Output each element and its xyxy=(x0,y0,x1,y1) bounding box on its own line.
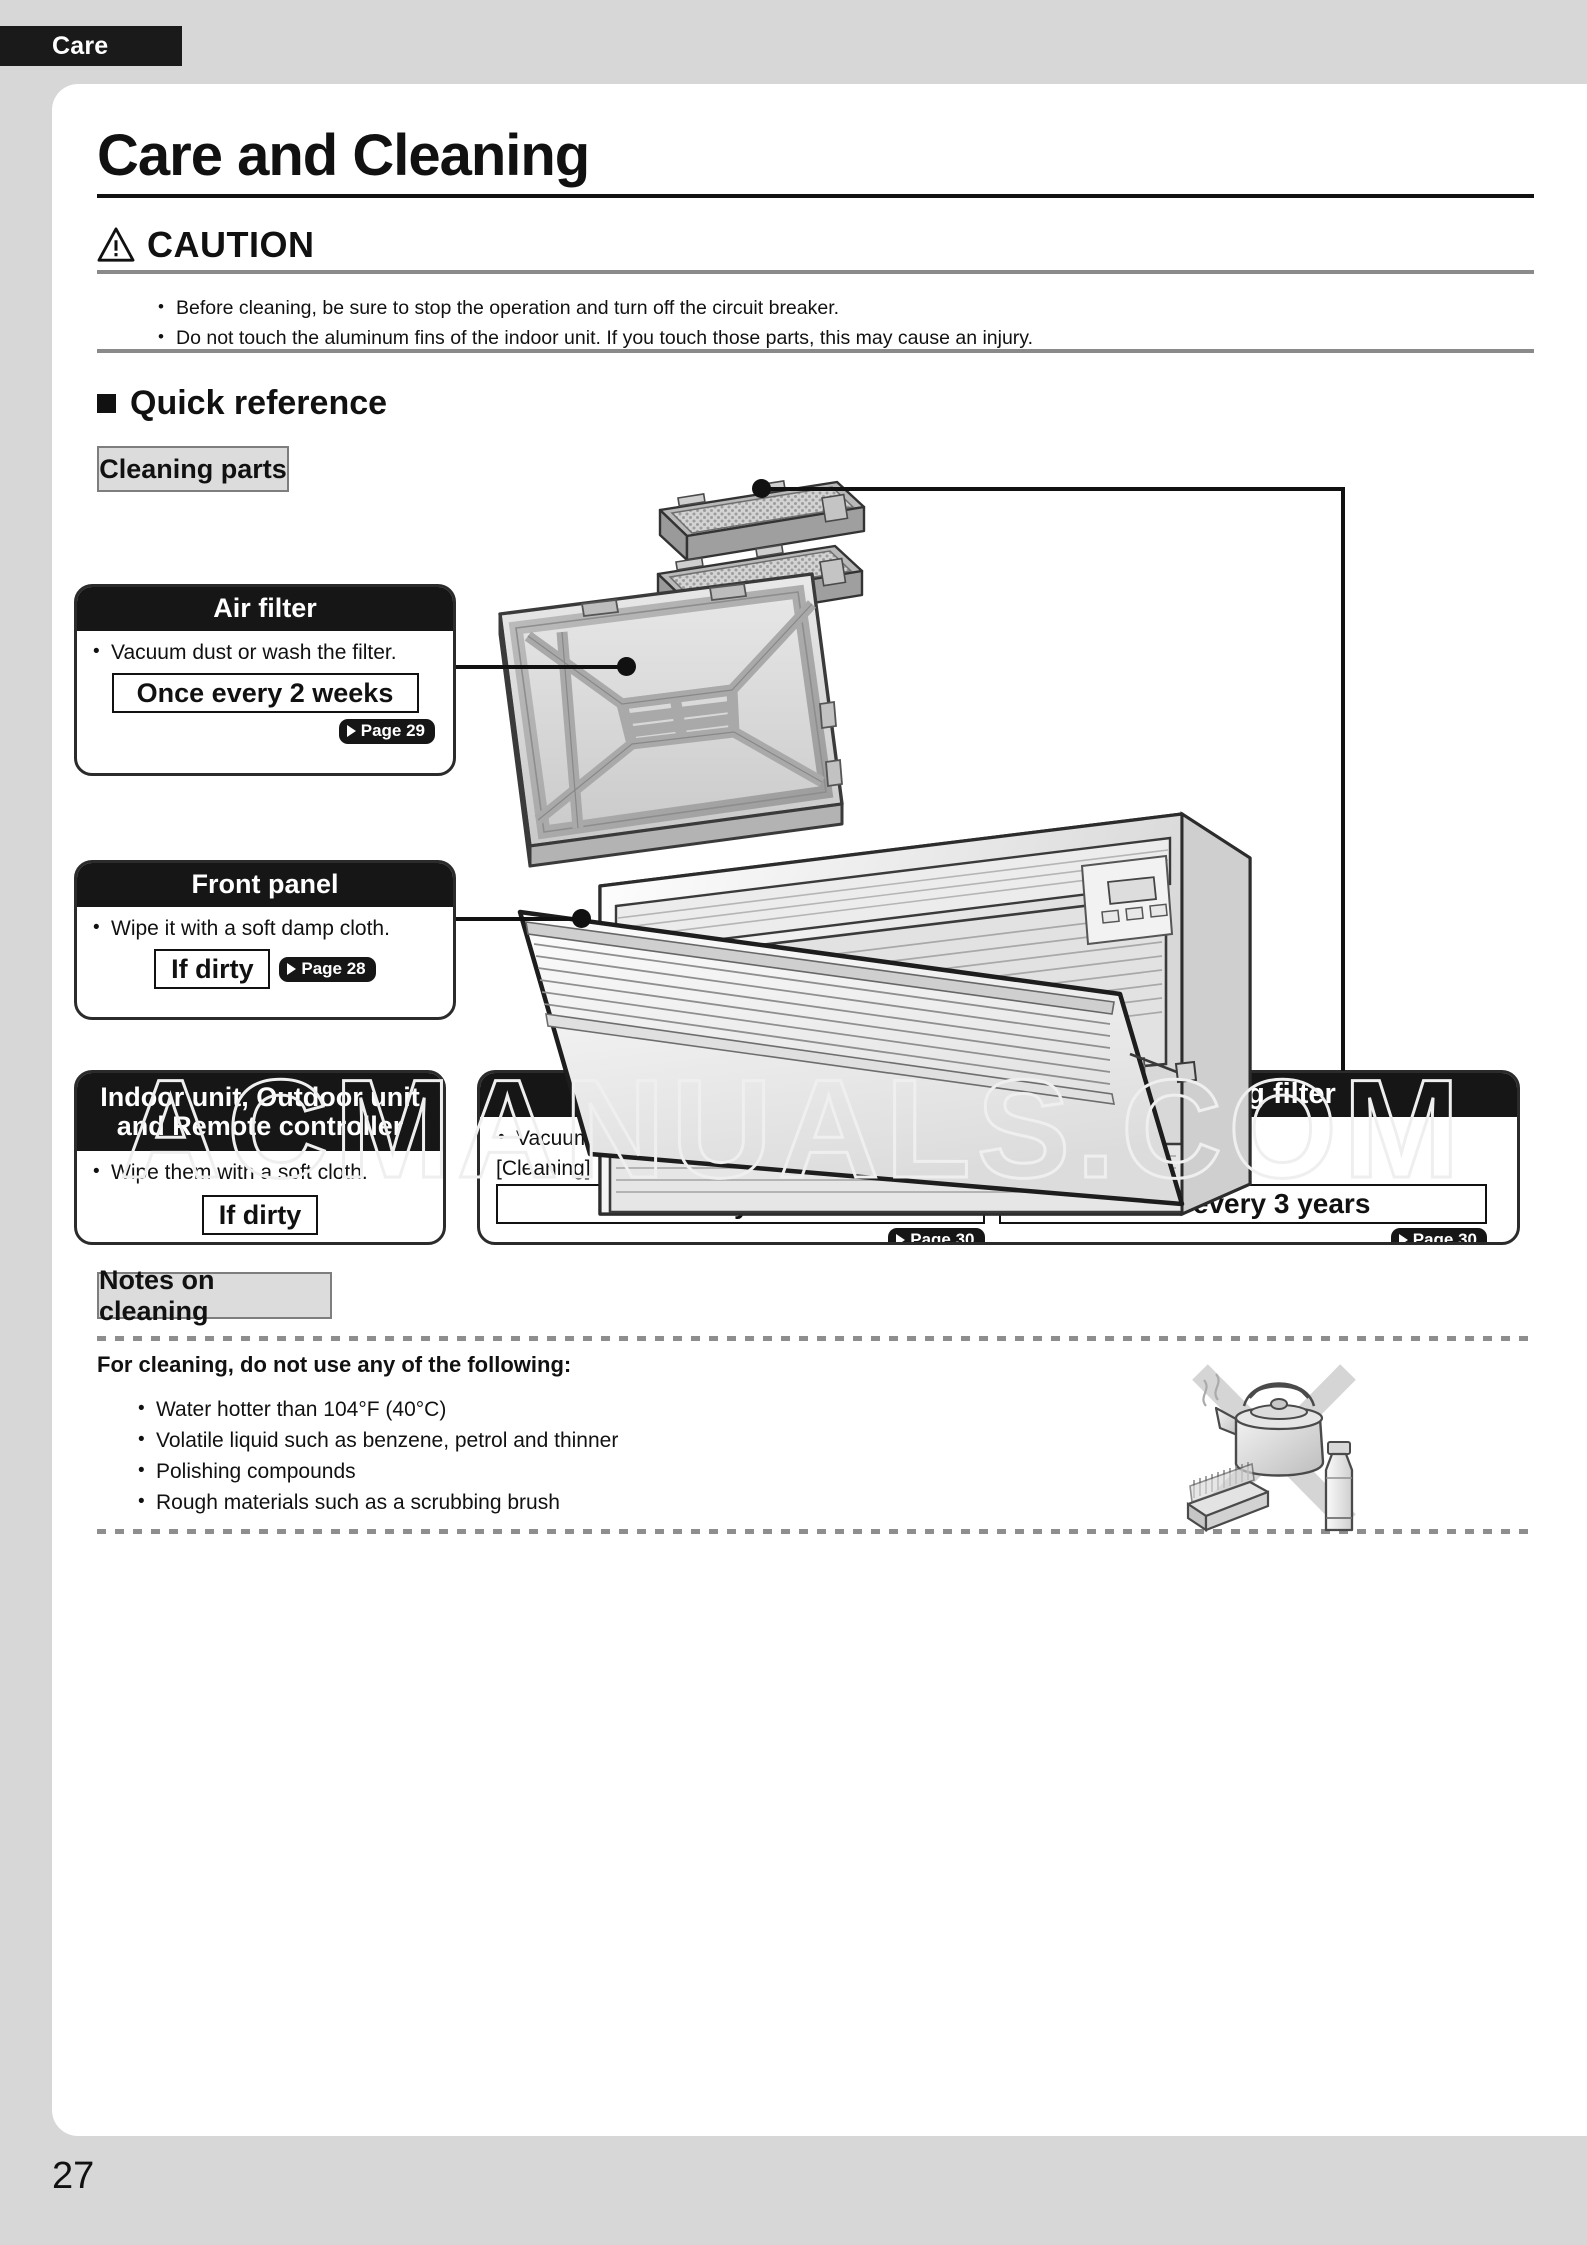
page-reference-label: Page 30 xyxy=(1412,1230,1477,1245)
page-number: 27 xyxy=(52,2155,95,2197)
callout-front-panel: Front panel Wipe it with a soft damp clo… xyxy=(74,860,456,1020)
quick-reference-heading: Quick reference xyxy=(97,384,387,423)
play-triangle-icon xyxy=(896,1234,906,1242)
notes-item: Volatile liquid such as benzene, petrol … xyxy=(137,1424,997,1456)
page-reference-front-panel[interactable]: Page 28 xyxy=(279,956,376,982)
page-reference-label: Page 29 xyxy=(360,721,425,740)
scrubbing-brush-icon xyxy=(1186,1462,1270,1533)
leader-line-front-panel xyxy=(456,917,578,921)
callout-air-filter-body: Vacuum dust or wash the filter. Once eve… xyxy=(77,631,453,754)
notes-item: Rough materials such as a scrubbing brus… xyxy=(137,1486,997,1518)
manual-page-card: Care and Cleaning CAUTION Before cleanin… xyxy=(52,84,1587,2136)
leader-dot-front-panel xyxy=(572,909,591,928)
play-triangle-icon xyxy=(1398,1234,1408,1242)
notes-heading: For cleaning, do not use any of the foll… xyxy=(97,1352,572,1377)
page-reference-titanium-replacement[interactable]: Page 30 xyxy=(1390,1228,1487,1245)
callout-indoor-unit-title-line2: and Remote controller xyxy=(116,1111,404,1141)
solvent-bottle-icon xyxy=(1324,1441,1354,1532)
title-divider xyxy=(97,194,1534,198)
square-bullet-icon xyxy=(97,394,116,413)
page-title: Care and Cleaning xyxy=(97,123,590,188)
caution-item: Do not touch the aluminum fins of the in… xyxy=(158,322,1518,353)
leader-dot-air-filter xyxy=(617,657,636,676)
kettle-icon xyxy=(1214,1382,1325,1477)
prohibited-cleaning-items-illustration xyxy=(1186,1364,1356,1533)
callout-front-panel-instruction: Wipe it with a soft damp cloth. xyxy=(91,914,439,943)
air-filter-frame xyxy=(498,572,844,868)
caution-item: Before cleaning, be sure to stop the ope… xyxy=(158,292,1518,323)
caution-divider-top xyxy=(97,270,1534,274)
steam-icon xyxy=(1202,1373,1220,1407)
leader-line-titanium-horizontal xyxy=(770,487,1345,491)
section-tab-label: Care xyxy=(52,31,109,60)
callout-front-panel-frequency: If dirty xyxy=(154,949,271,989)
notes-divider-top xyxy=(97,1336,1534,1341)
notes-on-cleaning-label: Notes on cleaning xyxy=(97,1265,332,1326)
caution-list: Before cleaning, be sure to stop the ope… xyxy=(118,292,1518,353)
notes-divider-bottom xyxy=(97,1529,1534,1534)
play-triangle-icon xyxy=(346,725,356,737)
callout-indoor-unit-frequency: If dirty xyxy=(202,1195,318,1235)
front-panel xyxy=(517,909,1198,1207)
callout-front-panel-body: Wipe it with a soft damp cloth. If dirty… xyxy=(77,907,453,999)
leader-line-air-filter xyxy=(456,665,623,669)
notes-list: Water hotter than 104°F (40°C) Volatile … xyxy=(97,1393,997,1518)
page-reference-label: Page 28 xyxy=(301,958,366,978)
callout-indoor-unit-title-line1: Indoor unit, Outdoor unit xyxy=(100,1081,420,1112)
page-reference-label: Page 30 xyxy=(910,1230,975,1245)
notes-item: Polishing compounds xyxy=(137,1455,997,1487)
caution-label: CAUTION xyxy=(147,224,315,265)
callout-air-filter: Air filter Vacuum dust or wash the filte… xyxy=(74,584,456,776)
callout-indoor-unit-title: Indoor unit, Outdoor unit and Remote con… xyxy=(77,1073,443,1151)
leader-dot-titanium-filter xyxy=(752,479,771,498)
warning-triangle-icon xyxy=(97,227,135,262)
callout-air-filter-frequency: Once every 2 weeks xyxy=(111,673,419,713)
callout-air-filter-instruction: Vacuum dust or wash the filter. xyxy=(91,638,439,667)
page-reference-titanium-cleaning[interactable]: Page 30 xyxy=(888,1228,985,1245)
callout-air-filter-title: Air filter xyxy=(77,587,453,631)
notes-item: Water hotter than 104°F (40°C) xyxy=(137,1393,997,1425)
section-tab-care: Care xyxy=(0,26,182,66)
quick-reference-label: Quick reference xyxy=(130,384,388,422)
notes-on-cleaning-block: For cleaning, do not use any of the foll… xyxy=(97,1352,997,1534)
callout-indoor-unit: Indoor unit, Outdoor unit and Remote con… xyxy=(74,1070,446,1245)
air-purifying-filter-upper xyxy=(658,480,866,562)
callout-front-panel-title: Front panel xyxy=(77,863,453,907)
play-triangle-icon xyxy=(287,962,297,975)
caution-heading: CAUTION xyxy=(97,224,315,266)
leader-line-titanium-vertical xyxy=(1341,487,1345,1071)
titanium-cleaning-label: [Cleaning] xyxy=(496,1157,591,1180)
indoor-unit-exploded-diagram xyxy=(498,480,1252,1217)
cleaning-parts-label: Cleaning parts xyxy=(97,446,289,492)
page-reference-air-filter[interactable]: Page 29 xyxy=(338,719,435,744)
page-content: Care and Cleaning CAUTION Before cleanin… xyxy=(52,84,1587,2136)
callout-indoor-unit-instruction: Wipe them with a soft cloth. xyxy=(91,1158,429,1187)
callout-indoor-unit-body: Wipe them with a soft cloth. If dirty xyxy=(77,1151,443,1242)
caution-divider-bottom xyxy=(97,349,1534,353)
